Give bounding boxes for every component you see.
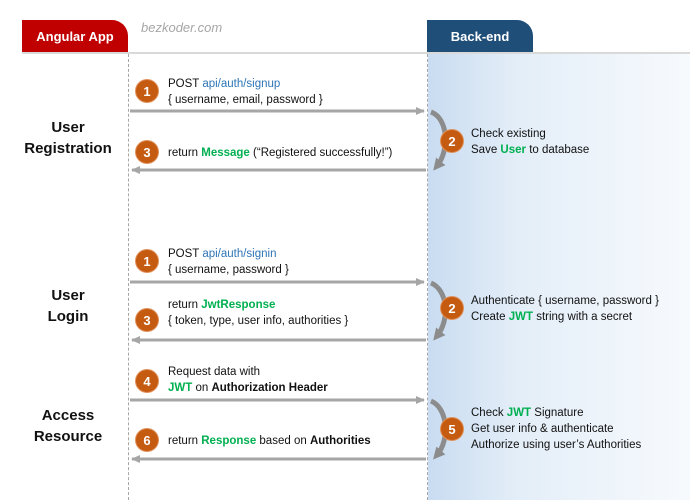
resource-process-text: Check JWT Signature Get user info & auth… <box>471 407 642 451</box>
header-divider <box>22 52 690 54</box>
frontend-lifeline <box>128 54 129 500</box>
signup-response-text: return Message (“Registered successfully… <box>168 147 393 159</box>
step-badge-reg-2: 2 <box>441 130 463 152</box>
signin-request-text: POST api/auth/signin { username, passwor… <box>168 248 289 276</box>
step-badge-login-3: 3 <box>136 309 158 331</box>
backend-lifeline <box>427 54 428 500</box>
backend-lane-background <box>428 52 690 500</box>
signin-response-text: return JwtResponse { token, type, user i… <box>168 299 349 327</box>
section-label-access: Access Resource <box>33 407 103 445</box>
resource-response-text: return Response based on Authorities <box>168 435 371 447</box>
angular-app-tab: Angular App <box>22 20 128 52</box>
backend-tab: Back-end <box>427 20 533 52</box>
step-badge-reg-1: 1 <box>136 80 158 102</box>
section-label-registration: User Registration <box>24 119 112 157</box>
step-badge-login-2: 2 <box>441 297 463 319</box>
signup-request-text: POST api/auth/signup { username, email, … <box>168 78 323 106</box>
step-badge-login-1: 1 <box>136 250 158 272</box>
step-badge-access-5: 5 <box>441 418 463 440</box>
resource-request-text: Request data with JWT on Authorization H… <box>168 366 328 394</box>
step-badge-reg-3: 3 <box>136 141 158 163</box>
step-badge-access-4: 4 <box>136 370 158 392</box>
signin-process-text: Authenticate { username, password } Crea… <box>471 295 659 323</box>
section-label-login: User Login <box>47 287 89 325</box>
step-badge-access-6: 6 <box>136 429 158 451</box>
signup-process-text: Check existing Save User to database <box>471 128 590 156</box>
watermark: bezkoder.com <box>141 20 223 35</box>
